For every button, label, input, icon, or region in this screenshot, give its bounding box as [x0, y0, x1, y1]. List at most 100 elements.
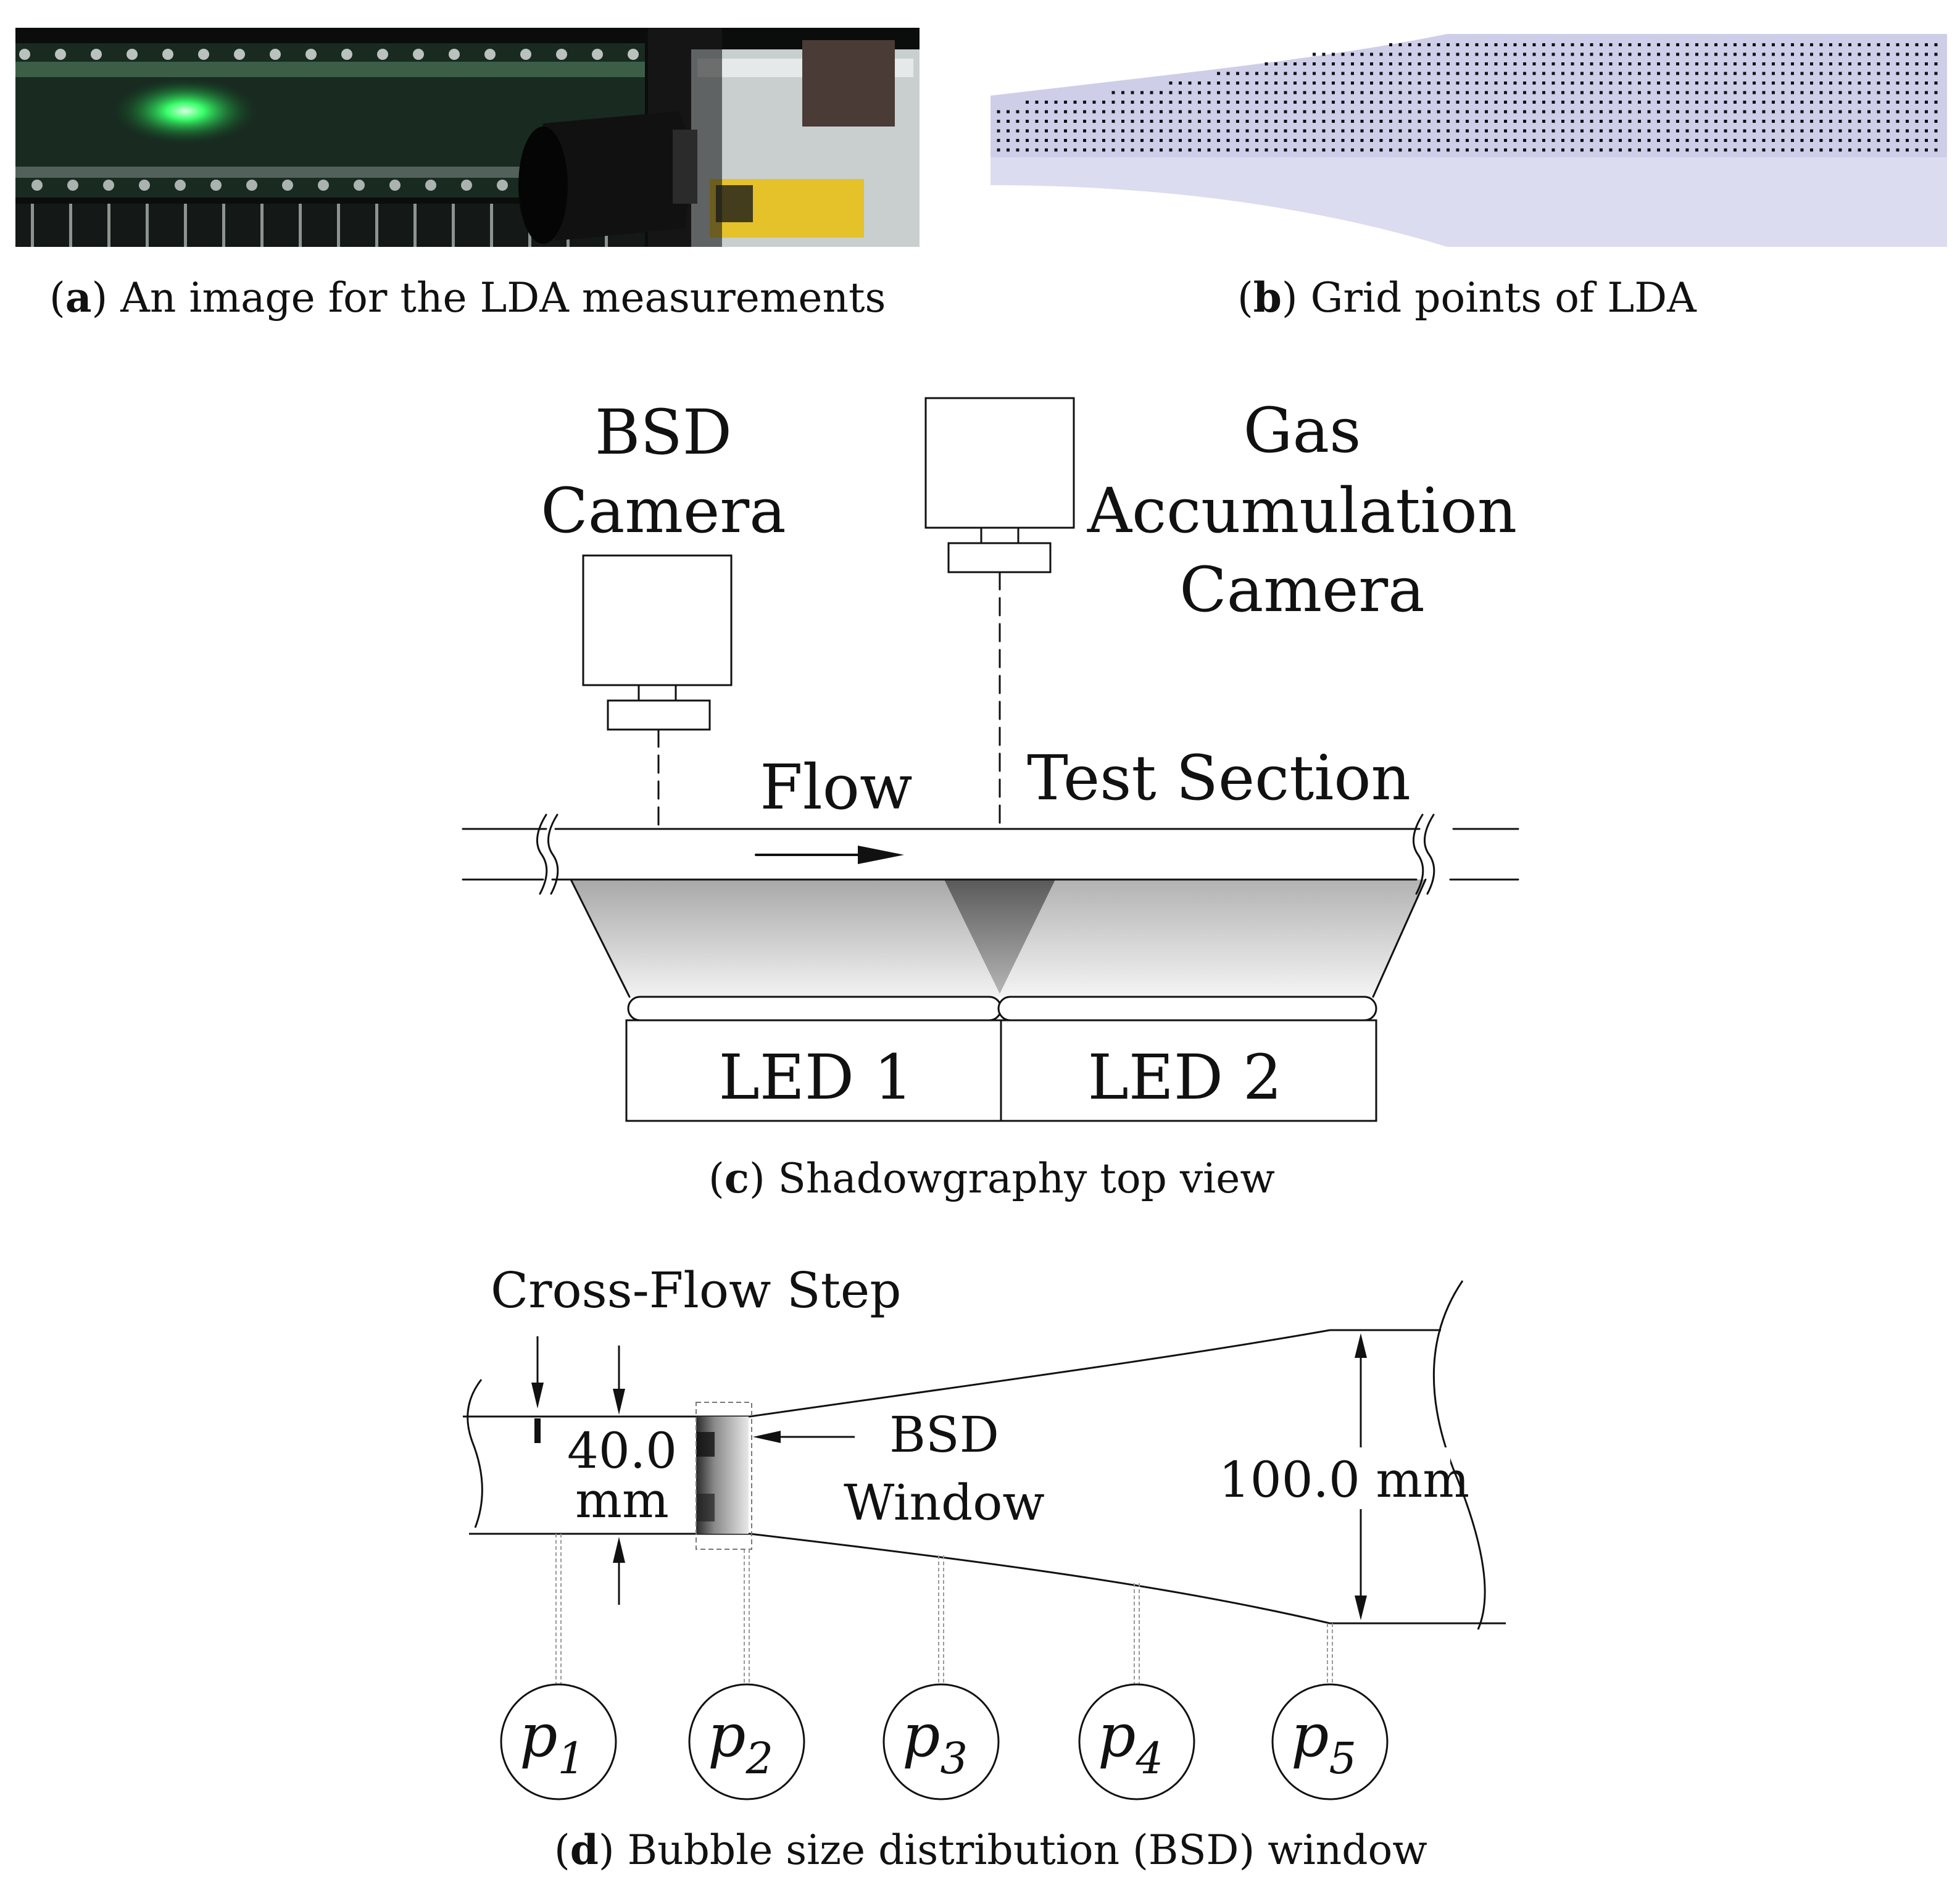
grid-point: [1685, 110, 1689, 114]
grid-point: [1647, 139, 1651, 142]
grid-point: [1896, 148, 1900, 152]
grid-point: [1427, 62, 1431, 65]
grid-point: [1466, 81, 1469, 85]
grid-point: [1762, 62, 1766, 65]
grid-point: [1934, 110, 1938, 114]
grid-point: [1628, 81, 1632, 85]
grid-point: [1666, 72, 1670, 75]
support-rod: [299, 204, 302, 247]
grid-point: [1092, 129, 1096, 133]
grid-point: [1753, 139, 1756, 142]
grid-point: [1848, 52, 1851, 56]
grid-point: [1035, 120, 1039, 123]
grid-point: [1456, 72, 1460, 75]
grid-point: [1705, 139, 1708, 142]
pressure-label-sub: 4: [1135, 1733, 1163, 1784]
grid-point: [1829, 120, 1832, 123]
grid-point: [1226, 139, 1230, 142]
grid-point: [1303, 101, 1306, 104]
grid-point: [1848, 81, 1851, 85]
grid-point: [1896, 91, 1900, 94]
grid-point: [1676, 101, 1679, 104]
grid-point: [1647, 62, 1651, 65]
grid-point: [1475, 91, 1479, 94]
grid-point: [1398, 148, 1402, 152]
grid-point: [1360, 101, 1364, 104]
grid-point: [1628, 129, 1632, 133]
grid-point: [1810, 72, 1813, 75]
grid-point: [1456, 129, 1460, 133]
bolt: [91, 49, 102, 60]
grid-point: [1819, 72, 1823, 75]
grid-point: [1274, 91, 1277, 94]
grid-point: [1494, 72, 1498, 75]
grid-point: [1341, 148, 1345, 152]
grid-point: [997, 120, 1000, 123]
grid-point: [1561, 139, 1564, 142]
grid-point: [1800, 120, 1804, 123]
grid-point: [1571, 110, 1574, 114]
grid-point: [1466, 52, 1469, 56]
grid-point: [1313, 72, 1316, 75]
bolt: [377, 49, 388, 60]
grid-point: [1571, 43, 1574, 46]
grid-point: [1657, 62, 1660, 65]
bolt: [198, 49, 209, 60]
grid-point: [1695, 72, 1698, 75]
pressure-label-sub: 3: [940, 1733, 968, 1784]
grid-point: [1294, 62, 1297, 65]
grid-point: [1800, 72, 1804, 75]
grid-point: [1800, 43, 1804, 46]
grid-point: [1389, 101, 1392, 104]
grid-point: [1456, 101, 1460, 104]
test-section-channel: [462, 814, 1519, 895]
grid-point: [1705, 91, 1708, 94]
grid-point: [1906, 43, 1909, 46]
grid-point: [1111, 139, 1115, 142]
grid-point: [1494, 139, 1498, 142]
grid-point: [1398, 139, 1402, 142]
grid-point: [1666, 43, 1670, 46]
grid-point: [1447, 62, 1450, 65]
grid-point: [1676, 110, 1679, 114]
grid-point: [1504, 101, 1507, 104]
grid-point: [1169, 91, 1173, 94]
grid-point: [1236, 139, 1239, 142]
grid-point: [1887, 72, 1890, 75]
grid-point: [1016, 129, 1019, 133]
grid-point: [1513, 72, 1517, 75]
grid-point: [1121, 120, 1124, 123]
grid-point: [1772, 72, 1775, 75]
gas-accumulation-camera: [924, 397, 1075, 573]
grid-point: [1838, 129, 1842, 133]
grid-point: [1408, 129, 1411, 133]
grid-point: [1169, 139, 1173, 142]
grid-point: [1791, 129, 1794, 133]
grid-point: [1762, 110, 1766, 114]
grid-point: [1485, 129, 1488, 133]
grid-point: [1609, 52, 1613, 56]
grid-point: [1398, 129, 1402, 133]
grid-point: [1848, 129, 1851, 133]
gas-camera-label-2: Accumulation: [1087, 475, 1517, 547]
grid-point: [1226, 120, 1230, 123]
grid-point: [1561, 62, 1564, 65]
grid-point: [1781, 120, 1785, 123]
grid-point: [1140, 129, 1144, 133]
grid-point: [1007, 110, 1010, 114]
grid-point: [1255, 129, 1258, 133]
grid-point: [1379, 52, 1383, 56]
grid-point: [1360, 139, 1364, 142]
grid-point: [1475, 62, 1479, 65]
grid-point: [1437, 91, 1440, 94]
grid-point: [1561, 148, 1564, 152]
grid-point: [1714, 81, 1717, 85]
grid-point: [1906, 62, 1909, 65]
grid-point: [1695, 110, 1698, 114]
support-rod: [375, 204, 378, 247]
inlet-height-arrows: [613, 1346, 625, 1605]
grid-point: [1791, 110, 1794, 114]
grid-point: [1800, 62, 1804, 65]
panel-d: Cross-Flow Step 40.0 mm: [463, 1262, 1506, 1874]
grid-point: [1858, 148, 1861, 152]
